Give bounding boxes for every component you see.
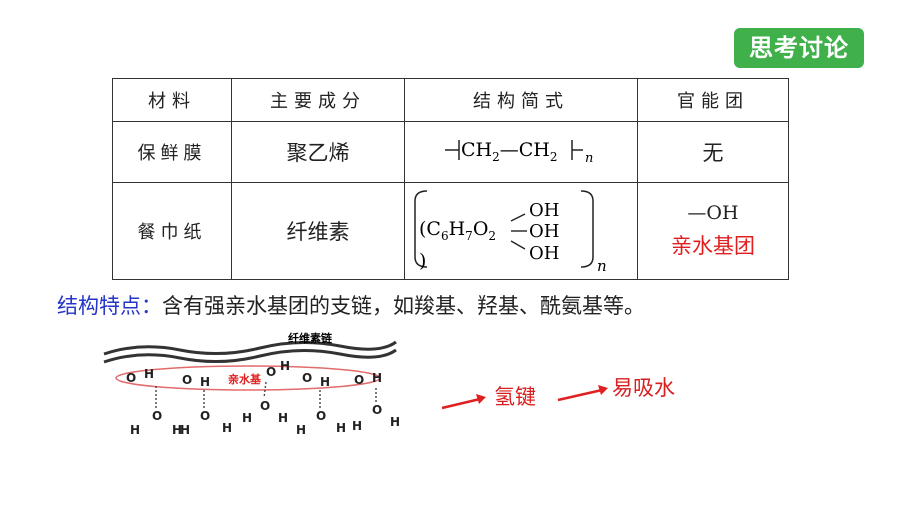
cell-component: 纤维素 (231, 182, 405, 280)
oh-3: OH (529, 243, 559, 264)
pe-ch: CH (461, 139, 492, 161)
cellulose-n: n (597, 257, 607, 275)
svg-text:H: H (280, 359, 290, 373)
header-group: 官能团 (637, 78, 789, 122)
svg-text:H: H (352, 419, 362, 433)
svg-text:O: O (302, 371, 312, 385)
cell-structure-cellulose: (C6H7O2 OH OH OH ) n (404, 182, 638, 280)
cell-group: 无 (637, 121, 789, 183)
svg-text:H: H (242, 411, 252, 425)
svg-text:O: O (354, 373, 364, 387)
structure-note: 结构特点：含有强亲水基团的支链，如羧基、羟基、酰氨基等。 (57, 290, 645, 320)
svg-text:O: O (182, 373, 192, 387)
svg-text:H: H (336, 421, 346, 435)
header-component: 主要成分 (231, 78, 405, 122)
svg-text:O: O (260, 399, 270, 413)
pe-n: n (585, 151, 593, 166)
absorb-label: 易吸水 (612, 376, 675, 400)
table-header-row: 材料 主要成分 结构简式 官能团 (112, 78, 789, 122)
svg-text:O: O (316, 409, 326, 423)
note-label: 结构特点： (57, 294, 162, 318)
svg-text:H: H (372, 371, 382, 385)
cell-material: 餐巾纸 (112, 182, 232, 280)
pe-dash-ch: —CH (500, 139, 550, 161)
svg-text:O: O (126, 371, 136, 385)
svg-text:H: H (390, 415, 400, 429)
svg-text:O: O (152, 409, 162, 423)
svg-text:O: O (372, 403, 382, 417)
chain-label: 纤维素链 (288, 331, 333, 345)
svg-text:H: H (320, 375, 330, 389)
arrow-to-absorb (557, 385, 608, 402)
cell-structure-pe: CH2—CH2 n (404, 121, 638, 183)
header-material: 材料 (112, 78, 232, 122)
svg-text:H: H (180, 423, 190, 437)
materials-table: 材料 主要成分 结构简式 官能团 保鲜膜 聚乙烯 CH2—CH2 n 无 餐巾纸… (112, 78, 789, 280)
svg-text:H: H (130, 423, 140, 437)
group-formula: —OH (687, 202, 739, 224)
table-row: 保鲜膜 聚乙烯 CH2—CH2 n 无 (112, 121, 789, 183)
pe-sub-2a: 2 (492, 150, 500, 164)
svg-text:H: H (296, 423, 306, 437)
svg-text:O: O (266, 365, 276, 379)
cell-group: —OH 亲水基团 (637, 182, 789, 280)
group-note: 亲水基团 (671, 234, 755, 258)
svg-text:H: H (172, 423, 182, 437)
hydrophilic-label: 亲水基 (228, 372, 262, 386)
close-paren: ) (419, 250, 426, 272)
svg-text:(C6H7O2: (C6H7O2 (419, 218, 496, 243)
discussion-badge: 思考讨论 (734, 28, 864, 68)
cell-material: 保鲜膜 (112, 121, 232, 183)
header-structure: 结构简式 (404, 78, 638, 122)
oh-1: OH (529, 200, 559, 221)
svg-text:CH2—CH2: CH2—CH2 (461, 139, 558, 164)
cellulose-formula: (C6H7O2 OH OH OH ) n (414, 190, 607, 275)
hbond-label: 氢键 (494, 385, 536, 409)
svg-text:O: O (200, 409, 210, 423)
pe-sub-2b: 2 (550, 150, 558, 164)
svg-text:H: H (222, 421, 232, 435)
polyethylene-formula: CH2—CH2 n (445, 139, 593, 166)
table-row: 餐巾纸 纤维素 (C6H7O2 OH OH OH ) n —OH 亲水基团 (112, 182, 789, 280)
arrow-to-hbond (441, 394, 486, 410)
oh-2: OH (529, 221, 559, 242)
cell-component: 聚乙烯 (231, 121, 405, 183)
svg-text:H: H (278, 411, 288, 425)
svg-text:H: H (144, 367, 154, 381)
svg-text:H: H (200, 375, 210, 389)
note-text: 含有强亲水基团的支链，如羧基、羟基、酰氨基等。 (162, 294, 645, 318)
